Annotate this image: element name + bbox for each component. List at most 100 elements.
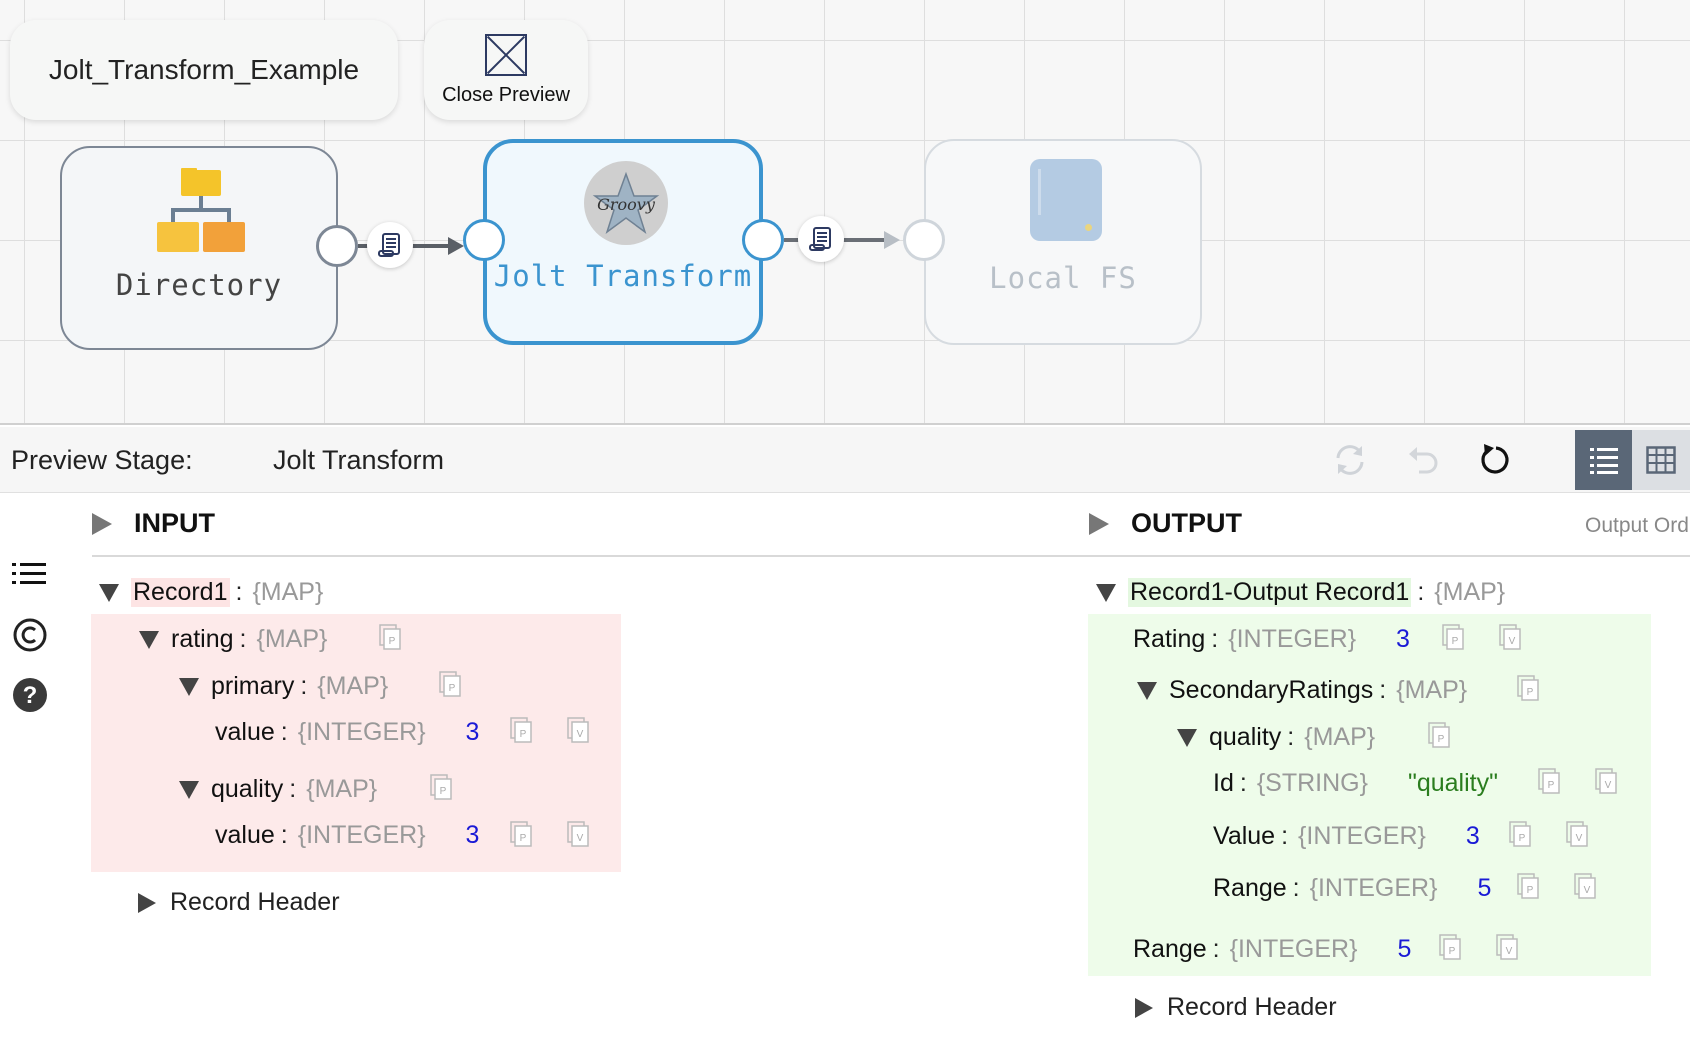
svg-text:Groovy: Groovy xyxy=(597,195,656,214)
copy-path-icon[interactable]: P xyxy=(1516,872,1540,900)
preview-toolbar: Preview Stage: Jolt Transform xyxy=(0,427,1690,493)
copy-value-icon[interactable]: V xyxy=(566,820,590,848)
stage-directory[interactable]: Directory xyxy=(60,146,338,350)
close-preview-button[interactable]: Close Preview xyxy=(424,20,588,120)
output-section-toggle[interactable]: OUTPUT xyxy=(1089,508,1242,539)
reset-button[interactable] xyxy=(1471,437,1517,483)
copy-value-icon[interactable]: V xyxy=(1565,820,1589,848)
pipeline-canvas[interactable]: Jolt_Transform_Example Close Preview Dir… xyxy=(0,0,1690,425)
copy-value-icon[interactable]: V xyxy=(1495,933,1519,961)
copy-path-icon[interactable]: P xyxy=(1508,820,1532,848)
copy-value-icon[interactable]: V xyxy=(1573,872,1597,900)
arrow-icon xyxy=(448,237,464,255)
scroll-icon xyxy=(378,233,400,257)
preview-stage-label: Preview Stage: xyxy=(11,445,193,475)
input-port-local-fs[interactable] xyxy=(903,219,945,261)
copy-path-icon[interactable]: P xyxy=(429,773,453,801)
directory-icon xyxy=(157,166,245,258)
input-quality-value-row[interactable]: value : {INTEGER} 3 xyxy=(215,821,480,849)
copy-value-icon[interactable]: V xyxy=(566,716,590,744)
output-quality-row[interactable]: quality : {MAP} xyxy=(1177,723,1375,752)
jolt-logo-icon: Groovy xyxy=(584,161,668,245)
expand-triangle-icon xyxy=(138,892,156,913)
input-section-toggle[interactable]: INPUT xyxy=(92,508,215,539)
svg-text:P: P xyxy=(1519,833,1526,844)
collapse-triangle-icon xyxy=(1137,681,1157,700)
undo-button[interactable] xyxy=(1400,437,1446,483)
field-type: {MAP} xyxy=(256,625,328,653)
input-header-label: INPUT xyxy=(134,508,215,538)
field-value: 3 xyxy=(465,718,480,746)
input-quality-row[interactable]: quality : {MAP} xyxy=(179,775,377,804)
field-type: {INTEGER} xyxy=(1309,874,1438,902)
field-type: {INTEGER} xyxy=(1229,935,1358,963)
svg-text:P: P xyxy=(1449,946,1456,957)
field-key: primary xyxy=(211,672,295,700)
copyright-button[interactable] xyxy=(12,617,48,658)
output-value-row[interactable]: Value : {INTEGER} 3 xyxy=(1213,822,1480,850)
copy-path-icon[interactable]: P xyxy=(378,623,402,651)
record-header-label: Record Header xyxy=(170,888,340,916)
output-range-row[interactable]: Range : {INTEGER} 5 xyxy=(1133,935,1412,963)
svg-text:P: P xyxy=(1548,780,1555,791)
output-range-inner-row[interactable]: Range : {INTEGER} 5 xyxy=(1213,874,1492,902)
copy-path-icon[interactable]: P xyxy=(1438,933,1462,961)
field-type: {MAP} xyxy=(252,578,324,606)
refresh-button[interactable] xyxy=(1327,437,1373,483)
pipeline-title-text: Jolt_Transform_Example xyxy=(48,54,360,85)
table-view-toggle[interactable] xyxy=(1632,430,1690,490)
output-id-row[interactable]: Id : {STRING} "quality" xyxy=(1213,769,1498,797)
output-rating-row[interactable]: Rating : {INTEGER} 3 xyxy=(1133,625,1410,653)
output-order-label[interactable]: Output Ord xyxy=(1585,514,1689,537)
list-view-toggle[interactable] xyxy=(1575,430,1632,490)
copy-value-icon[interactable]: V xyxy=(1594,767,1618,795)
input-rating-row[interactable]: rating : {MAP} xyxy=(139,625,327,654)
field-type: {MAP} xyxy=(317,672,389,700)
close-icon xyxy=(485,33,527,76)
panel-divider xyxy=(92,555,1690,557)
svg-text:V: V xyxy=(1576,833,1583,844)
copy-path-icon[interactable]: P xyxy=(438,670,462,698)
output-secondary-row[interactable]: SecondaryRatings : {MAP} xyxy=(1137,676,1467,705)
data-rule-badge-2[interactable] xyxy=(798,216,844,262)
input-record-header-row[interactable]: Record Header xyxy=(138,888,340,917)
arrow-icon xyxy=(884,231,900,249)
copy-path-icon[interactable]: P xyxy=(509,716,533,744)
svg-text:P: P xyxy=(1438,734,1445,745)
field-type: {INTEGER} xyxy=(1228,625,1357,653)
stage-local-fs[interactable]: Local FS xyxy=(924,139,1202,345)
copy-path-icon[interactable]: P xyxy=(1427,721,1451,749)
copy-path-icon[interactable]: P xyxy=(1516,674,1540,702)
svg-text:V: V xyxy=(577,729,584,740)
copy-path-icon[interactable]: P xyxy=(1537,767,1561,795)
collapse-triangle-icon xyxy=(139,630,159,649)
input-port-jolt[interactable] xyxy=(463,219,505,261)
reset-icon xyxy=(1481,444,1509,474)
field-type: {MAP} xyxy=(1396,676,1468,704)
copy-path-icon[interactable]: P xyxy=(1441,623,1465,651)
copy-path-icon[interactable]: P xyxy=(509,820,533,848)
undo-icon xyxy=(1409,447,1438,474)
records-list-button[interactable] xyxy=(12,561,48,592)
input-record-highlight xyxy=(91,614,621,872)
field-key: Id xyxy=(1213,769,1234,797)
data-rule-badge-1[interactable] xyxy=(367,222,413,268)
field-type: {MAP} xyxy=(306,775,378,803)
input-primary-row[interactable]: primary : {MAP} xyxy=(179,672,388,701)
input-primary-value-row[interactable]: value : {INTEGER} 3 xyxy=(215,718,480,746)
svg-text:V: V xyxy=(1509,636,1516,647)
output-record-row[interactable]: Record1-Output Record1 : {MAP} xyxy=(1096,578,1505,607)
stage-jolt-transform[interactable]: Groovy Jolt Transform xyxy=(483,139,763,345)
field-value: 3 xyxy=(465,821,480,849)
input-record-row[interactable]: Record1 : {MAP} xyxy=(99,578,323,607)
preview-stage-name[interactable]: Jolt Transform xyxy=(273,445,445,475)
scroll-icon xyxy=(809,227,831,251)
copyright-icon xyxy=(13,618,47,652)
help-button[interactable]: ? xyxy=(12,677,48,718)
output-port-directory[interactable] xyxy=(316,225,358,267)
field-value: 5 xyxy=(1477,874,1492,902)
copy-value-icon[interactable]: V xyxy=(1498,623,1522,651)
output-record-header-row[interactable]: Record Header xyxy=(1135,993,1337,1022)
output-port-jolt[interactable] xyxy=(742,219,784,261)
help-icon: ? xyxy=(13,678,47,712)
